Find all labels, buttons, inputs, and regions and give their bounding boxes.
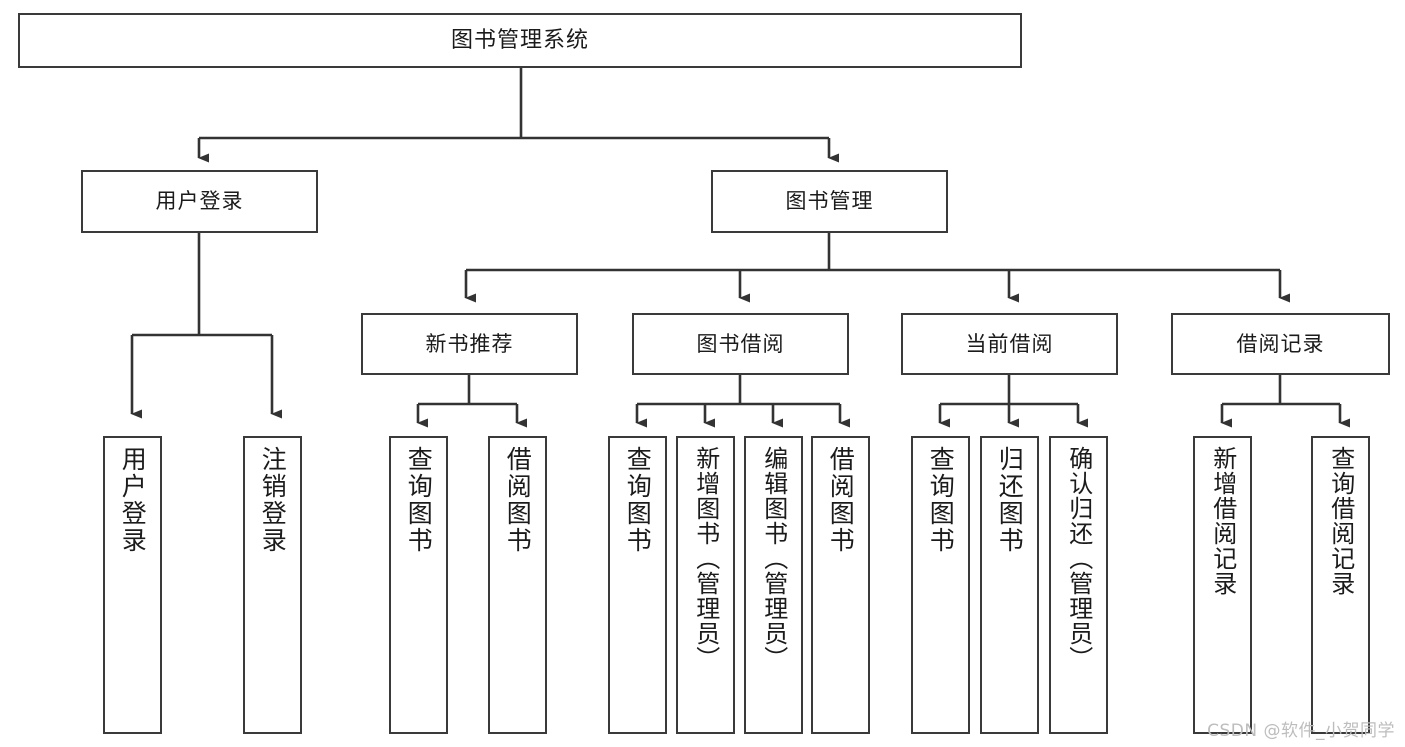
leaf-borrow-edit-book-admin[interactable]: 编辑图书（管理员）: [744, 436, 803, 734]
leaf-current-return-book-label: 归还图书: [995, 446, 1025, 554]
node-root-label: 图书管理系统: [450, 27, 589, 53]
leaf-borrow-add-book-admin[interactable]: 新增图书（管理员）: [676, 436, 735, 734]
node-book-borrow-label: 图书借阅: [696, 331, 785, 356]
leaf-record-query-record[interactable]: 查询借阅记录: [1311, 436, 1370, 734]
node-root-system[interactable]: 图书管理系统: [18, 13, 1022, 68]
leaf-recommend-query-book-label: 查询图书: [404, 446, 434, 554]
leaf-record-add-record[interactable]: 新增借阅记录: [1193, 436, 1252, 734]
node-borrow-record[interactable]: 借阅记录: [1171, 313, 1390, 375]
leaf-current-query-book[interactable]: 查询图书: [911, 436, 970, 734]
leaf-borrow-add-book-admin-label: 新增图书（管理员）: [691, 446, 720, 671]
leaf-record-query-record-label: 查询借阅记录: [1326, 446, 1355, 596]
leaf-borrow-query-book[interactable]: 查询图书: [608, 436, 667, 734]
node-book-management[interactable]: 图书管理: [711, 170, 948, 233]
node-book-borrow[interactable]: 图书借阅: [632, 313, 849, 375]
node-book-management-label: 图书管理: [785, 189, 874, 214]
leaf-user-login-login[interactable]: 用户登录: [103, 436, 162, 734]
node-user-login[interactable]: 用户登录: [81, 170, 318, 233]
leaf-recommend-borrow-book[interactable]: 借阅图书: [488, 436, 547, 734]
leaf-current-confirm-return-admin-label: 确认归还（管理员）: [1064, 446, 1093, 671]
leaf-borrow-borrow-book-label: 借阅图书: [826, 446, 856, 554]
leaf-current-return-book[interactable]: 归还图书: [980, 436, 1039, 734]
csdn-watermark: CSDN @软件_小贺同学: [1207, 721, 1395, 741]
leaf-borrow-edit-book-admin-label: 编辑图书（管理员）: [759, 446, 788, 671]
leaf-record-add-record-label: 新增借阅记录: [1208, 446, 1237, 596]
node-user-login-label: 用户登录: [155, 189, 244, 214]
leaf-borrow-query-book-label: 查询图书: [623, 446, 653, 554]
node-current-borrow[interactable]: 当前借阅: [901, 313, 1118, 375]
leaf-user-login-login-label: 用户登录: [118, 446, 148, 554]
leaf-recommend-borrow-book-label: 借阅图书: [503, 446, 533, 554]
leaf-user-login-logout[interactable]: 注销登录: [243, 436, 302, 734]
leaf-current-query-book-label: 查询图书: [926, 446, 956, 554]
leaf-user-login-logout-label: 注销登录: [258, 446, 288, 554]
node-new-book-recommend-label: 新书推荐: [425, 331, 514, 356]
node-new-book-recommend[interactable]: 新书推荐: [361, 313, 578, 375]
leaf-current-confirm-return-admin[interactable]: 确认归还（管理员）: [1049, 436, 1108, 734]
leaf-borrow-borrow-book[interactable]: 借阅图书: [811, 436, 870, 734]
node-borrow-record-label: 借阅记录: [1236, 331, 1325, 356]
node-current-borrow-label: 当前借阅: [965, 331, 1054, 356]
leaf-recommend-query-book[interactable]: 查询图书: [389, 436, 448, 734]
